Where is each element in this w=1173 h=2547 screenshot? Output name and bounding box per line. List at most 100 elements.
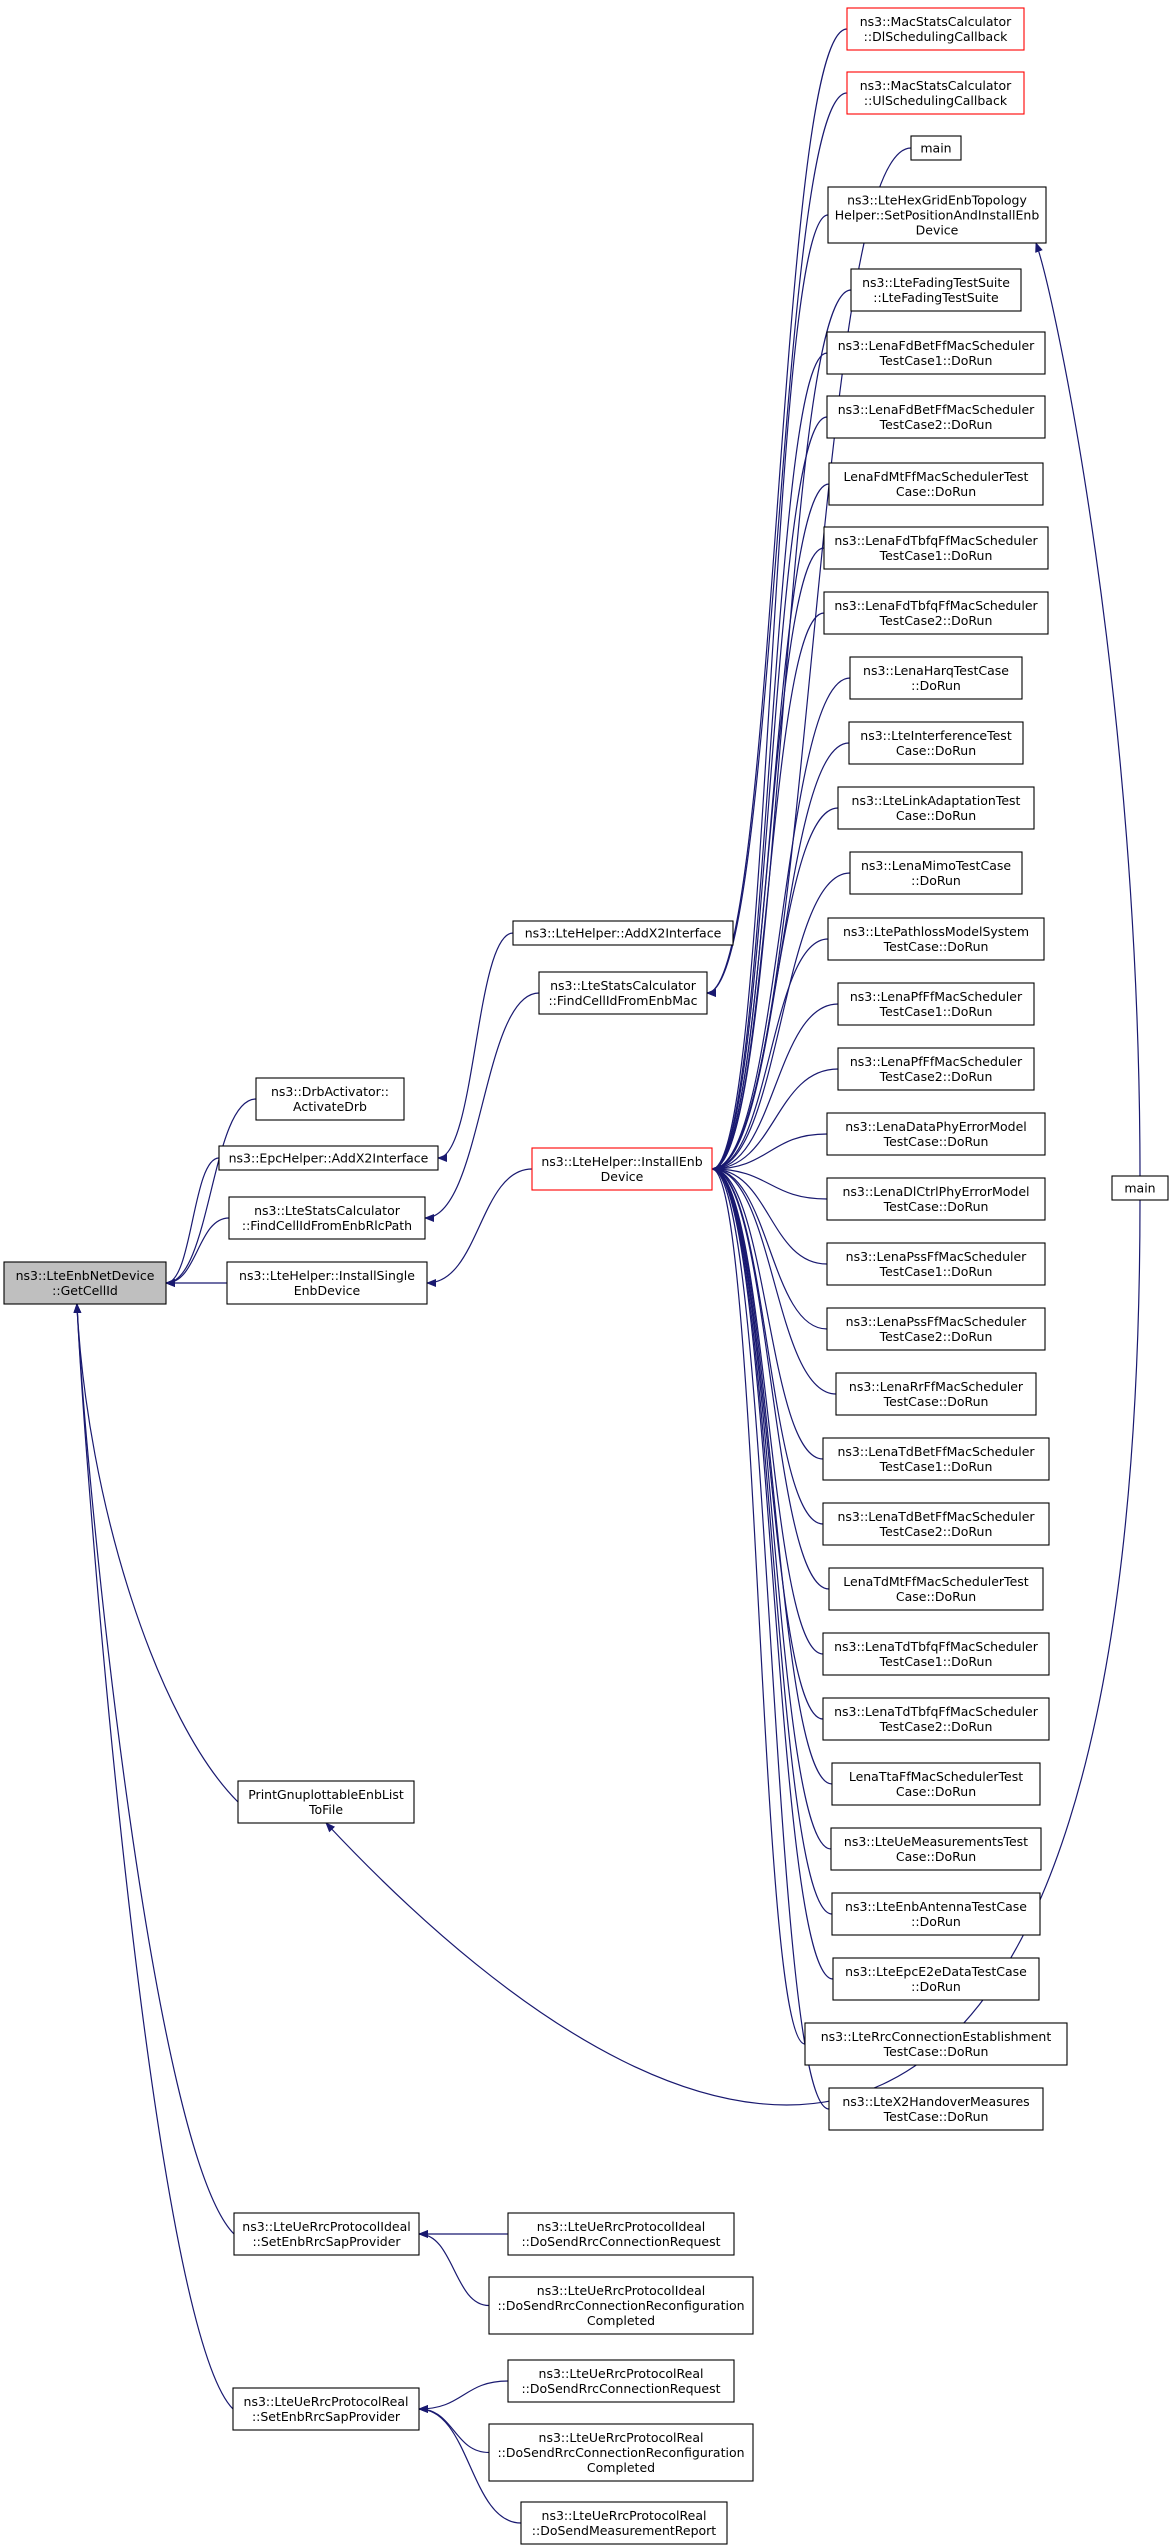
edge-c18-to-installenb bbox=[711, 1165, 837, 1395]
node-label: TestCase2::DoRun bbox=[879, 613, 993, 628]
node-box bbox=[831, 1762, 1041, 1806]
node-label: ::DoSendMeasurementReport bbox=[532, 2523, 717, 2538]
node-label: ns3::LteEnbAntennaTestCase bbox=[845, 1899, 1027, 1914]
node-c03[interactable]: ns3::LenaFdBetFfMacSchedulerTestCase2::D… bbox=[826, 395, 1046, 439]
node-c17[interactable]: ns3::LenaPssFfMacSchedulerTestCase2::DoR… bbox=[826, 1307, 1046, 1351]
node-c16[interactable]: ns3::LenaPssFfMacSchedulerTestCase1::DoR… bbox=[826, 1242, 1046, 1286]
edge-c19-to-installenb bbox=[711, 1165, 824, 1460]
node-label: TestCase2::DoRun bbox=[879, 1719, 993, 1734]
node-box bbox=[255, 1077, 405, 1121]
node-c06[interactable]: ns3::LenaFdTbfqFfMacSchedulerTestCase2::… bbox=[823, 591, 1049, 635]
node-box bbox=[837, 1047, 1035, 1091]
node-box bbox=[835, 1372, 1037, 1416]
node-c27[interactable]: ns3::LteEpcE2eDataTestCase::DoRun bbox=[832, 1957, 1040, 2001]
edge-hexgrid-to-installenb bbox=[711, 214, 829, 1173]
node-label: ns3::LenaTdTbfqFfMacScheduler bbox=[834, 1704, 1039, 1719]
node-c19[interactable]: ns3::LenaTdBetFfMacSchedulerTestCase1::D… bbox=[822, 1437, 1050, 1481]
node-real2[interactable]: ns3::LteUeRrcProtocolReal::DoSendRrcConn… bbox=[488, 2423, 754, 2482]
node-label: TestCase1::DoRun bbox=[879, 1264, 993, 1279]
node-box bbox=[804, 2022, 1068, 2066]
node-box bbox=[828, 2087, 1044, 2131]
node-drb[interactable]: ns3::DrbActivator::ActivateDrb bbox=[255, 1077, 405, 1121]
node-statsrlc[interactable]: ns3::LteStatsCalculator::FindCellIdFromE… bbox=[228, 1196, 426, 1240]
node-c28[interactable]: ns3::LteRrcConnectionEstablishmentTestCa… bbox=[804, 2022, 1068, 2066]
node-label: ::DoRun bbox=[911, 1914, 961, 1929]
node-label: TestCase2::DoRun bbox=[879, 1524, 993, 1539]
node-label: ToFile bbox=[308, 1802, 343, 1817]
node-label: LenaTtaFfMacSchedulerTest bbox=[849, 1769, 1023, 1784]
node-c26[interactable]: ns3::LteEnbAntennaTestCase::DoRun bbox=[831, 1892, 1041, 1936]
node-realsap[interactable]: ns3::LteUeRrcProtocolReal::SetEnbRrcSapP… bbox=[232, 2387, 420, 2431]
node-real1[interactable]: ns3::LteUeRrcProtocolReal::DoSendRrcConn… bbox=[507, 2359, 735, 2403]
node-ideal1[interactable]: ns3::LteUeRrcProtocolIdeal::DoSendRrcCon… bbox=[507, 2212, 735, 2256]
node-c15[interactable]: ns3::LenaDlCtrlPhyErrorModelTestCase::Do… bbox=[826, 1177, 1046, 1221]
node-statsmac[interactable]: ns3::LteStatsCalculator::FindCellIdFromE… bbox=[538, 971, 708, 1015]
node-idealsap[interactable]: ns3::LteUeRrcProtocolIdeal::SetEnbRrcSap… bbox=[233, 2212, 420, 2256]
node-label: ns3::LenaHarqTestCase bbox=[863, 663, 1009, 678]
node-c20[interactable]: ns3::LenaTdBetFfMacSchedulerTestCase2::D… bbox=[822, 1502, 1050, 1546]
node-macdl[interactable]: ns3::MacStatsCalculator::DlSchedulingCal… bbox=[846, 7, 1025, 51]
node-c01[interactable]: ns3::LteFadingTestSuite::LteFadingTestSu… bbox=[850, 268, 1022, 312]
node-box bbox=[826, 1112, 1046, 1156]
edge-ltex2-to-epcx2 bbox=[437, 932, 514, 1162]
node-box bbox=[828, 1567, 1044, 1611]
node-box bbox=[232, 2387, 420, 2431]
edge-macul-to-statsmac bbox=[706, 92, 848, 997]
edges-layer bbox=[73, 28, 1141, 2524]
node-box bbox=[849, 851, 1023, 895]
node-real3[interactable]: ns3::LteUeRrcProtocolReal::DoSendMeasure… bbox=[520, 2501, 728, 2545]
node-label: Completed bbox=[587, 2313, 655, 2328]
node-c07[interactable]: ns3::LenaHarqTestCase::DoRun bbox=[849, 656, 1023, 700]
node-c02[interactable]: ns3::LenaFdBetFfMacSchedulerTestCase1::D… bbox=[826, 331, 1046, 375]
node-label: LenaFdMtFfMacSchedulerTest bbox=[844, 469, 1029, 484]
node-hexgrid[interactable]: ns3::LteHexGridEnbTopologyHelper::SetPos… bbox=[827, 186, 1047, 244]
edge-c17-to-installenb bbox=[711, 1165, 828, 1330]
node-box bbox=[831, 1892, 1041, 1936]
node-c14[interactable]: ns3::LenaDataPhyErrorModelTestCase::DoRu… bbox=[826, 1112, 1046, 1156]
node-label: ns3::LteInterferenceTest bbox=[860, 728, 1012, 743]
node-box bbox=[837, 786, 1035, 830]
node-c11[interactable]: ns3::LtePathlossModelSystemTestCase::DoR… bbox=[827, 917, 1045, 961]
edge-c28-to-installenb bbox=[711, 1165, 806, 2045]
edge-statsmac-to-statsrlc bbox=[424, 992, 540, 1222]
node-c05[interactable]: ns3::LenaFdTbfqFfMacSchedulerTestCase1::… bbox=[823, 526, 1049, 570]
node-box bbox=[826, 1177, 1046, 1221]
node-label: TestCase1::DoRun bbox=[879, 1004, 993, 1019]
node-ltex2[interactable]: ns3::LteHelper::AddX2Interface bbox=[512, 920, 734, 946]
node-label: Case::DoRun bbox=[896, 808, 976, 823]
node-c23[interactable]: ns3::LenaTdTbfqFfMacSchedulerTestCase2::… bbox=[822, 1697, 1050, 1741]
node-label: ::DoSendRrcConnectionRequest bbox=[521, 2234, 720, 2249]
node-label: ns3::EpcHelper::AddX2Interface bbox=[229, 1151, 429, 1166]
node-label: ns3::LteUeRrcProtocolReal bbox=[244, 2394, 409, 2409]
node-macul[interactable]: ns3::MacStatsCalculator::UlSchedulingCal… bbox=[846, 71, 1025, 115]
node-main2[interactable]: main bbox=[1111, 1175, 1169, 1201]
node-c12[interactable]: ns3::LenaPfFfMacSchedulerTestCase1::DoRu… bbox=[837, 982, 1035, 1026]
edge-c09-to-installenb bbox=[711, 807, 839, 1173]
node-c10[interactable]: ns3::LenaMimoTestCase::DoRun bbox=[849, 851, 1023, 895]
node-ideal2[interactable]: ns3::LteUeRrcProtocolIdeal::DoSendRrcCon… bbox=[488, 2276, 754, 2335]
node-label: ::DoRun bbox=[911, 678, 961, 693]
node-main1[interactable]: main bbox=[910, 135, 962, 161]
node-label: ns3::LteStatsCalculator bbox=[254, 1203, 401, 1218]
node-box bbox=[520, 2501, 728, 2545]
node-label: ns3::LenaFdTbfqFfMacScheduler bbox=[834, 533, 1038, 548]
node-root[interactable]: ns3::LteEnbNetDevice::GetCellId bbox=[3, 1261, 167, 1305]
node-c29[interactable]: ns3::LteX2HandoverMeasuresTestCase::DoRu… bbox=[828, 2087, 1044, 2131]
edge-c21-to-installenb bbox=[711, 1165, 830, 1590]
node-epcx2[interactable]: ns3::EpcHelper::AddX2Interface bbox=[218, 1145, 439, 1171]
node-c13[interactable]: ns3::LenaPfFfMacSchedulerTestCase2::DoRu… bbox=[837, 1047, 1035, 1091]
node-c22[interactable]: ns3::LenaTdTbfqFfMacSchedulerTestCase1::… bbox=[822, 1632, 1050, 1676]
edge-c12-to-installenb bbox=[711, 1003, 839, 1173]
edge-installenb-to-installsingle bbox=[426, 1168, 533, 1287]
node-label: ns3::LenaRrFfMacScheduler bbox=[849, 1379, 1024, 1394]
